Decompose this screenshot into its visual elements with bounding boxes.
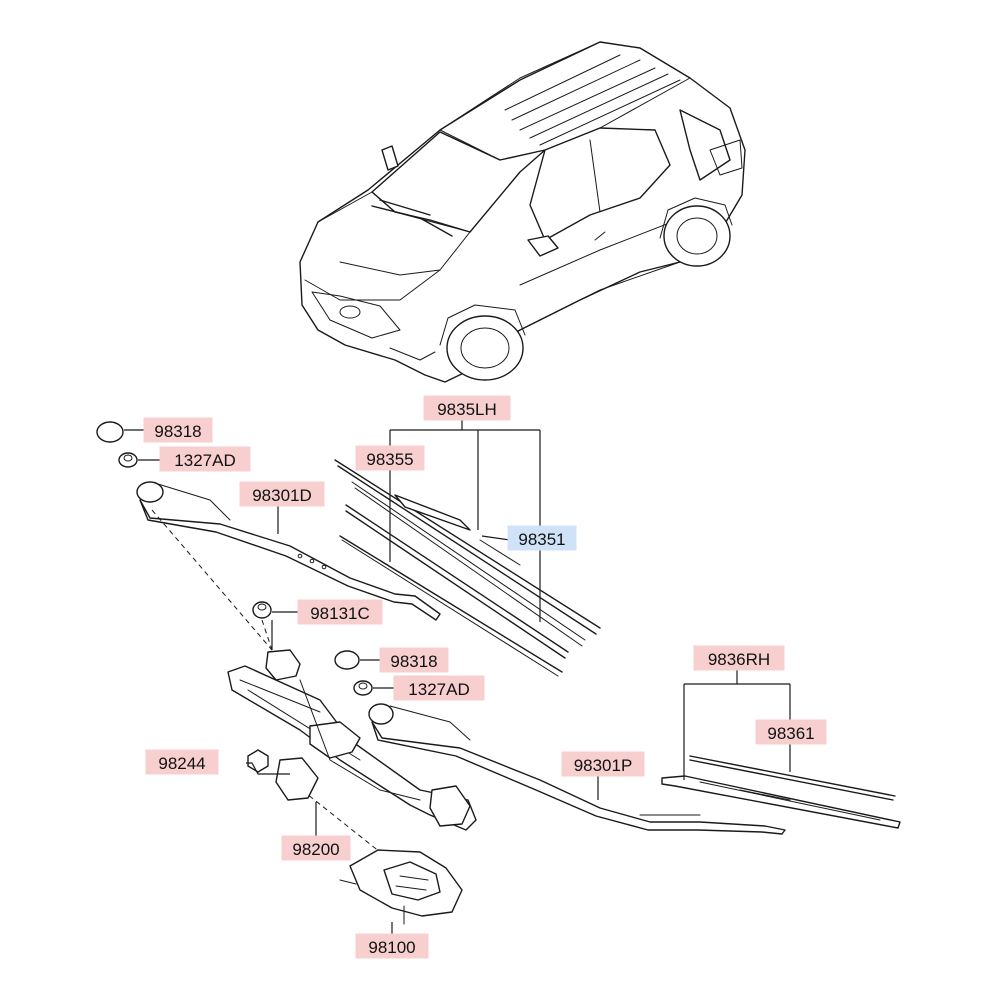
part-label-refill-lh[interactable]: 98355 <box>355 445 425 471</box>
svg-text:98351: 98351 <box>518 530 565 549</box>
part-label-arm-driver[interactable]: 98301D <box>239 481 325 507</box>
arm-passenger-drawing <box>368 703 786 835</box>
linkage-drawing <box>227 649 477 831</box>
part-label-blade-assembly-lh[interactable]: 9835LH <box>423 395 511 421</box>
arm-driver-drawing <box>136 481 441 621</box>
part-label-blade-lh[interactable]: 98351 <box>507 525 577 551</box>
part-label-blade-assembly-rh[interactable]: 9836RH <box>693 645 785 671</box>
parts-line-art <box>96 421 901 925</box>
svg-text:98301D: 98301D <box>252 486 312 505</box>
part-label-nut-lh[interactable]: 1327AD <box>159 446 251 472</box>
svg-text:1327AD: 1327AD <box>408 680 469 699</box>
svg-text:98318: 98318 <box>390 652 437 671</box>
vehicle-illustration <box>299 41 746 383</box>
svg-text:9836RH: 9836RH <box>708 650 770 669</box>
part-label-blade-rh[interactable]: 98361 <box>755 719 827 745</box>
cap-lh-drawing <box>96 421 124 443</box>
svg-text:98301P: 98301P <box>574 756 633 775</box>
svg-text:9835LH: 9835LH <box>437 400 497 419</box>
pivot-cap-drawing <box>252 601 272 619</box>
svg-text:98131C: 98131C <box>310 604 370 623</box>
part-label-nut-rh[interactable]: 1327AD <box>393 675 485 701</box>
svg-text:98100: 98100 <box>368 938 415 957</box>
leader-lines <box>124 420 791 934</box>
svg-text:98200: 98200 <box>292 840 339 859</box>
nut-lh-drawing <box>118 452 138 468</box>
part-label-linkage[interactable]: 98200 <box>281 835 351 861</box>
svg-text:98355: 98355 <box>366 450 413 469</box>
part-labels: 98318 1327AD 98301D 9835LH 98355 98351 9… <box>143 395 827 959</box>
cap-rh-drawing <box>334 650 360 670</box>
motor-drawing <box>339 849 463 925</box>
part-label-motor[interactable]: 98100 <box>355 933 429 959</box>
bolt-drawing <box>247 749 269 773</box>
part-label-cap-lh[interactable]: 98318 <box>143 417 213 443</box>
svg-text:98318: 98318 <box>154 422 201 441</box>
part-label-arm-passenger[interactable]: 98301P <box>561 751 645 777</box>
svg-text:1327AD: 1327AD <box>174 451 235 470</box>
svg-text:98361: 98361 <box>767 724 814 743</box>
nut-rh-drawing <box>353 680 373 696</box>
blade-lh-drawing <box>334 459 601 677</box>
svg-text:98244: 98244 <box>158 754 205 773</box>
blade-rh-drawing <box>661 755 901 829</box>
part-label-pivot-cap[interactable]: 98131C <box>297 599 383 625</box>
part-label-bolt[interactable]: 98244 <box>145 749 219 775</box>
part-label-cap-rh[interactable]: 98318 <box>379 647 449 673</box>
